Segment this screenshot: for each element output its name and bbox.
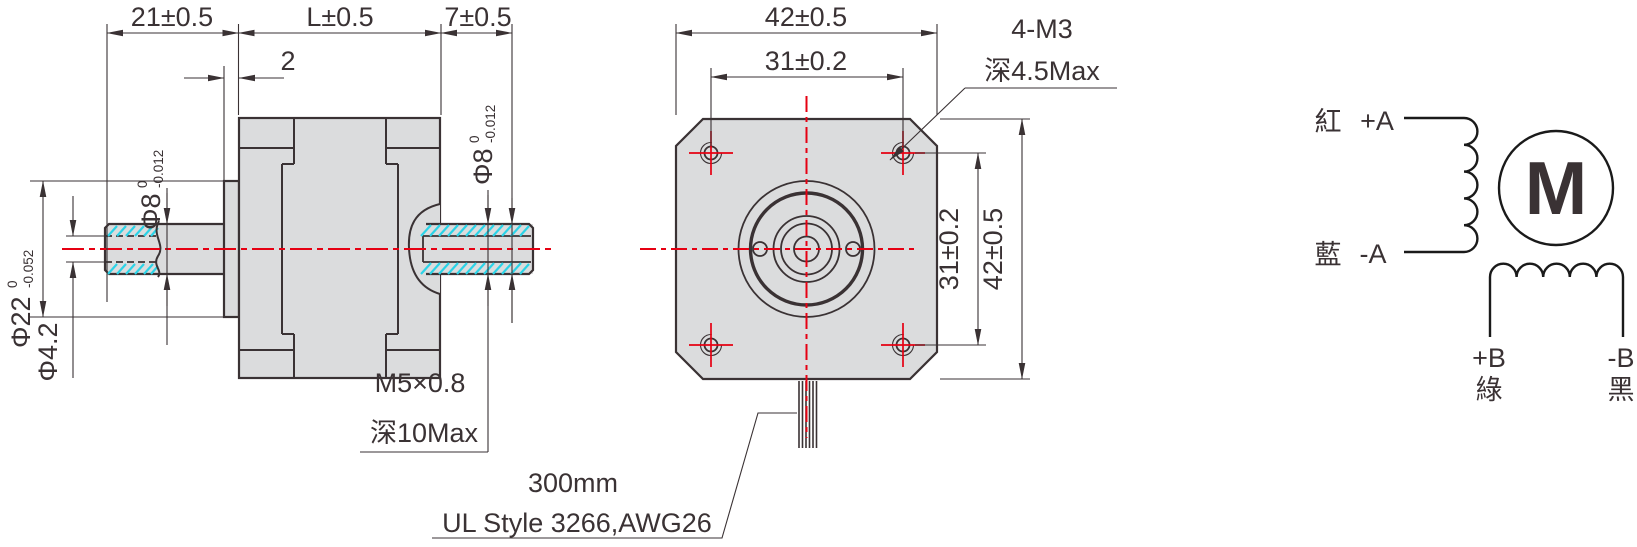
- front-bore-hatch: [107, 225, 159, 275]
- svg-text:0: 0: [467, 135, 482, 143]
- svg-text:31±0.2: 31±0.2: [934, 208, 964, 290]
- dim-rear-shaft-length: 7±0.5: [444, 2, 511, 32]
- svg-text:Φ4.2: Φ4.2: [33, 322, 63, 381]
- phase-a-coil: [1404, 116, 1479, 254]
- label-hole-pitch-v: 31±0.2: [934, 208, 964, 290]
- svg-text:-0.012: -0.012: [483, 105, 498, 143]
- motor-symbol-circle: [1497, 129, 1615, 247]
- dim-front-shaft-length: 21±0.5: [131, 2, 213, 32]
- leadwire-note-leader: [432, 412, 797, 539]
- lead-wires: [798, 381, 818, 448]
- phase-a-plus-label: +A: [1360, 106, 1394, 136]
- phase-b-plus-label: +B: [1472, 343, 1506, 373]
- dim-pilot-depth: 2: [280, 46, 295, 76]
- phase-a-plus-color: 紅: [1315, 107, 1342, 137]
- front-extension-lines: [675, 24, 1030, 380]
- mount-hole-bottom-left: [689, 323, 733, 367]
- phase-b-minus-label: -B: [1608, 343, 1635, 373]
- label-rear-shaft-dia: Φ8 0 -0.012: [467, 105, 498, 185]
- svg-text:-0.052: -0.052: [21, 250, 36, 288]
- mount-hole-note-leader: [889, 87, 966, 161]
- phase-a-minus-label: -A: [1360, 239, 1387, 269]
- phase-b-plus-color: 綠: [1476, 375, 1503, 405]
- phase-a-minus-color: 藍: [1315, 240, 1342, 270]
- side-view: 21±0.5 L±0.5 7±0.5 2 Φ22 0 -0.052 Φ4.2 Φ…: [5, 2, 552, 453]
- mount-hole-note-line2: 深4.5Max: [984, 56, 1100, 86]
- rear-thread-hatch: [420, 224, 530, 275]
- svg-text:42±0.5: 42±0.5: [978, 208, 1008, 290]
- svg-text:0: 0: [135, 180, 150, 188]
- rear-thread-note-line2: 深10Max: [370, 418, 479, 448]
- phase-b-minus-color: 黑: [1608, 375, 1635, 405]
- svg-text:Φ8: Φ8: [468, 148, 498, 185]
- dim-hole-pitch-h: 31±0.2: [765, 46, 847, 76]
- leadwire-note-line1: 300mm: [528, 468, 618, 498]
- svg-text:-0.012: -0.012: [151, 150, 166, 188]
- front-shaft-break-line: [155, 220, 162, 278]
- label-front-bore-dia: Φ4.2: [33, 322, 63, 381]
- phase-b-coil: [1488, 262, 1625, 337]
- dim-body-length: L±0.5: [306, 2, 373, 32]
- label-body-height: 42±0.5: [978, 208, 1008, 290]
- front-bore-hidden: [105, 235, 158, 263]
- dim-body-width: 42±0.5: [765, 2, 847, 32]
- rear-shaft-section-outline: [407, 203, 441, 295]
- label-pilot-dia: Φ22 0 -0.052: [5, 250, 36, 348]
- side-extension-lines: [30, 24, 513, 323]
- mount-hole-note-line1: 4-M3: [1011, 14, 1073, 44]
- rear-thread-note-line1: M5×0.8: [375, 368, 466, 398]
- leadwire-note-line2: UL Style 3266,AWG26: [442, 508, 712, 538]
- motor-symbol: M: [1525, 146, 1587, 230]
- svg-text:0: 0: [5, 280, 20, 288]
- svg-text:Φ8: Φ8: [136, 193, 166, 230]
- wiring-diagram: M 紅 +A 藍 -A +B 綠 -B 黑: [1315, 106, 1635, 405]
- svg-text:Φ22: Φ22: [6, 296, 36, 348]
- label-front-shaft-dia: Φ8 0 -0.012: [135, 150, 166, 230]
- front-view: 42±0.5 31±0.2 31±0.2 42±0.5 4-M3 深4.5Max…: [432, 2, 1117, 539]
